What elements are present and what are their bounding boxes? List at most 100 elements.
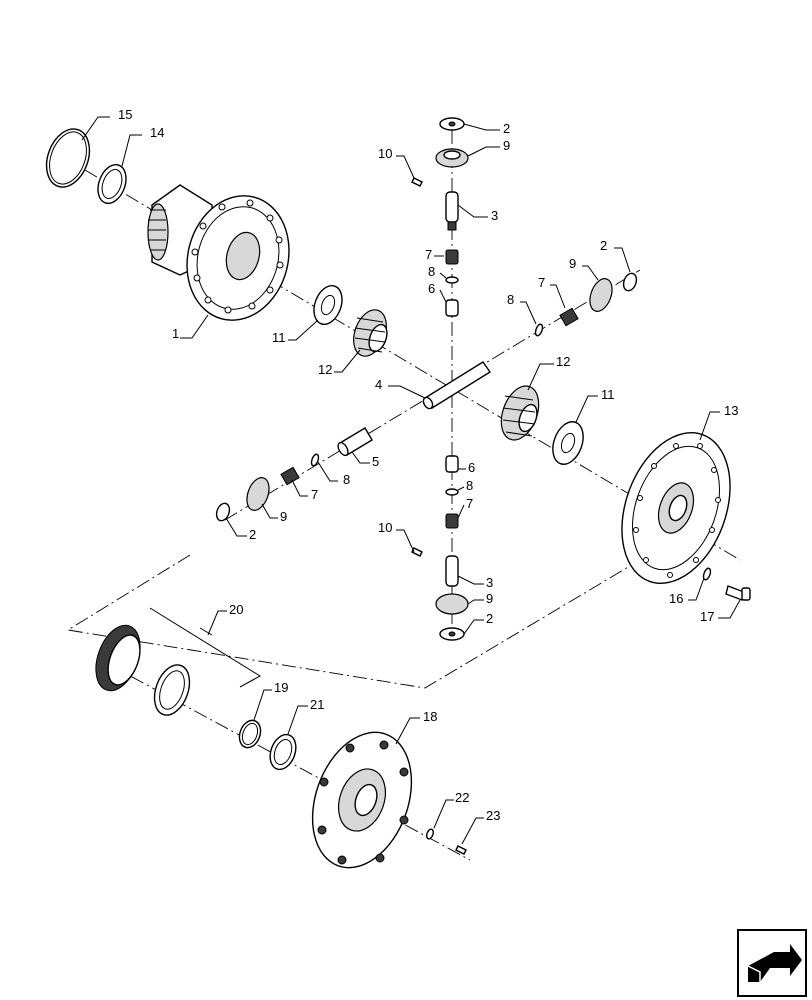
callout-label-2: 2 bbox=[600, 238, 607, 253]
bolt-17 bbox=[725, 585, 751, 601]
callout-label-7: 7 bbox=[311, 487, 318, 502]
left-pinion-stack bbox=[215, 453, 320, 522]
callout-label-9: 9 bbox=[486, 591, 493, 606]
callout-label-12: 12 bbox=[318, 362, 332, 377]
callout-leader-14 bbox=[121, 134, 142, 167]
callout-label-9: 9 bbox=[569, 256, 576, 271]
callout-label-5: 5 bbox=[372, 454, 379, 469]
callout-label-20: 20 bbox=[229, 602, 243, 617]
thrust-washer-11-right bbox=[552, 421, 584, 465]
callout-leader-10 bbox=[396, 155, 415, 179]
callout-leader-17 bbox=[718, 599, 741, 619]
callout-leader-23 bbox=[461, 817, 484, 845]
callout-label-2: 2 bbox=[249, 527, 256, 542]
callout-leader-2 bbox=[463, 619, 484, 635]
callout-label-23: 23 bbox=[486, 808, 500, 823]
callout-label-19: 19 bbox=[274, 680, 288, 695]
callout-label-7: 7 bbox=[425, 247, 432, 262]
callout-leader-2 bbox=[225, 517, 247, 537]
callout-label-1: 1 bbox=[172, 326, 179, 341]
callout-label-9: 9 bbox=[280, 509, 287, 524]
callout-leader-8 bbox=[317, 461, 338, 482]
callout-label-8: 8 bbox=[428, 264, 435, 279]
callout-leader-5 bbox=[351, 451, 370, 464]
callout-label-14: 14 bbox=[150, 125, 164, 140]
differential-housing-1 bbox=[147, 184, 290, 321]
callout-leader-6 bbox=[439, 289, 447, 303]
callout-leader-7 bbox=[457, 504, 465, 519]
callout-label-8: 8 bbox=[343, 472, 350, 487]
callout-label-10: 10 bbox=[378, 146, 392, 161]
callout-label-17: 17 bbox=[700, 609, 714, 624]
callout-leader-22 bbox=[433, 799, 454, 829]
callout-label-16: 16 bbox=[669, 591, 683, 606]
callout-leader-18 bbox=[395, 717, 420, 745]
callout-label-11: 11 bbox=[601, 387, 615, 402]
callout-label-18: 18 bbox=[423, 709, 437, 724]
callout-label-7: 7 bbox=[466, 496, 473, 511]
callout-leader-11 bbox=[288, 319, 319, 341]
screw-23 bbox=[455, 845, 467, 855]
next-page-arrow-icon[interactable] bbox=[737, 929, 807, 997]
callout-leader-12 bbox=[334, 349, 361, 373]
right-pinion-stack bbox=[534, 272, 638, 337]
callout-label-3: 3 bbox=[491, 208, 498, 223]
side-gear-12-left bbox=[353, 309, 388, 357]
snap-ring-19 bbox=[238, 719, 262, 749]
callout-leader-8 bbox=[439, 272, 447, 279]
tapered-bearing-20 bbox=[95, 624, 141, 692]
callout-leader-9 bbox=[467, 599, 484, 605]
callout-leader-7 bbox=[291, 479, 308, 497]
upper-pinion-stack bbox=[411, 117, 469, 317]
callout-leader-19 bbox=[253, 689, 272, 721]
callout-label-21: 21 bbox=[310, 697, 324, 712]
callout-label-12: 12 bbox=[556, 354, 570, 369]
bearing-bracket-20 bbox=[149, 607, 261, 688]
callout-leader-9 bbox=[582, 265, 599, 281]
callout-label-8: 8 bbox=[466, 478, 473, 493]
bearing-cup bbox=[153, 664, 191, 716]
callout-leader-1 bbox=[180, 314, 209, 339]
short-shaft-5 bbox=[337, 427, 373, 457]
washer-16 bbox=[702, 567, 712, 581]
side-gear-12-right bbox=[500, 385, 540, 441]
callout-label-6: 6 bbox=[468, 460, 475, 475]
callout-label-9: 9 bbox=[503, 138, 510, 153]
callout-leader-3 bbox=[457, 204, 488, 218]
callout-leader-9 bbox=[467, 146, 500, 157]
cross-shaft-4 bbox=[422, 361, 491, 410]
thrust-washer-11-left bbox=[313, 284, 343, 326]
callout-leader-11 bbox=[575, 395, 598, 423]
callout-leader-8 bbox=[520, 301, 537, 325]
callout-leader-2 bbox=[463, 123, 500, 131]
callout-leader-21 bbox=[287, 705, 308, 735]
callout-label-22: 22 bbox=[455, 790, 469, 805]
callout-leader-7 bbox=[550, 284, 566, 309]
bearing-ring-14 bbox=[97, 163, 127, 205]
callout-label-2: 2 bbox=[486, 611, 493, 626]
callout-label-2: 2 bbox=[503, 121, 510, 136]
callout-label-6: 6 bbox=[428, 281, 435, 296]
washer-22 bbox=[426, 828, 434, 840]
shim-ring-21 bbox=[269, 733, 297, 771]
callout-leader-12 bbox=[527, 363, 554, 391]
callout-label-10: 10 bbox=[378, 520, 392, 535]
ring-gear-flange-13 bbox=[621, 432, 731, 584]
o-ring-15 bbox=[45, 128, 91, 188]
callout-label-3: 3 bbox=[486, 575, 493, 590]
callout-leader-13 bbox=[699, 411, 720, 441]
callout-label-15: 15 bbox=[118, 107, 132, 122]
callout-leader-16 bbox=[688, 577, 705, 601]
callout-leader-20 bbox=[207, 610, 227, 636]
callout-leader-10 bbox=[396, 529, 415, 553]
lower-pinion-stack bbox=[411, 455, 469, 641]
callout-leader-15 bbox=[81, 116, 110, 141]
callout-leader-9 bbox=[261, 503, 278, 519]
callout-leader-2 bbox=[614, 247, 631, 273]
housing-cover-18 bbox=[311, 731, 413, 869]
callout-label-7: 7 bbox=[538, 275, 545, 290]
callout-leader-8 bbox=[457, 486, 465, 491]
